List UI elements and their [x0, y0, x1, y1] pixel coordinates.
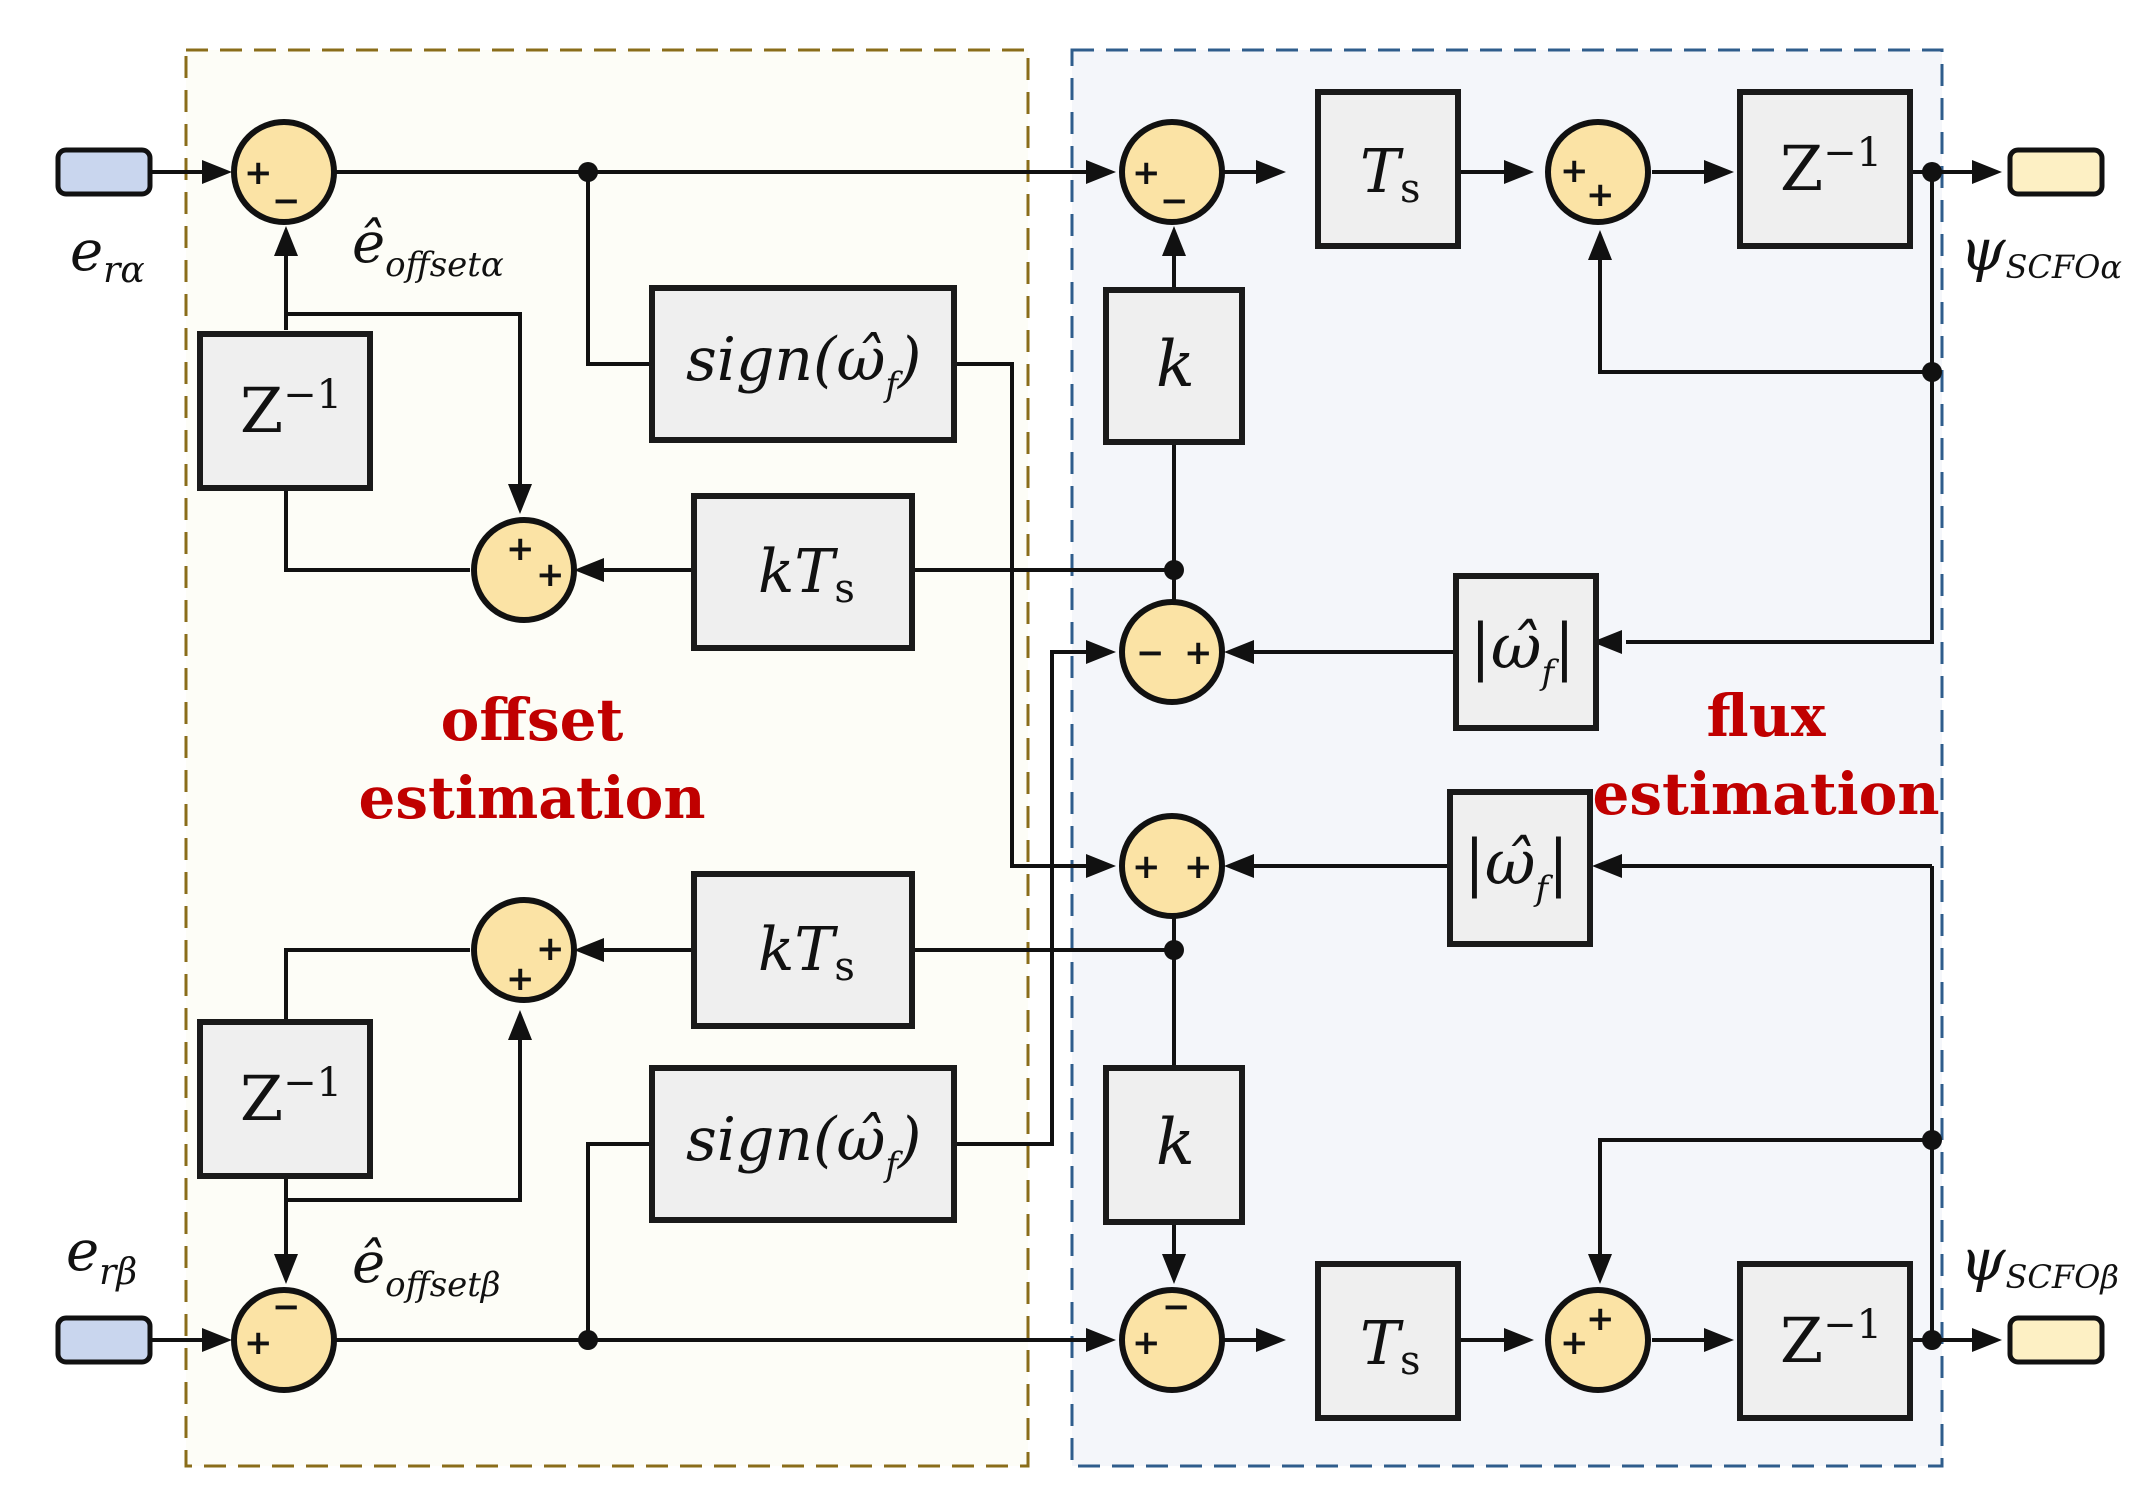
delay-block-flux-beta: Z−1: [1737, 1261, 1913, 1421]
ts-block-beta: Ts: [1315, 1261, 1461, 1421]
svg-text:+: +: [1132, 847, 1161, 887]
output-port-alpha: [2007, 147, 2105, 197]
svg-text:sign(ω̂f): sign(ω̂f): [686, 325, 921, 405]
junction-dots: [578, 162, 1942, 1350]
offset-estimation-label-line2: estimation: [358, 764, 705, 832]
sum-junction-offset-beta-input: − +: [231, 1287, 337, 1393]
sum-junction-flux-alpha-input: + −: [1119, 119, 1225, 225]
svg-text:Z−1: Z−1: [240, 1060, 342, 1135]
flux-estimation-label-line1: flux: [1707, 682, 1826, 750]
svg-text:+: +: [1184, 847, 1213, 887]
svg-text:−: −: [272, 181, 301, 221]
svg-text:+: +: [1586, 1299, 1615, 1339]
sum-junction-sign-alpha: − +: [1119, 599, 1225, 705]
svg-text:+: +: [1132, 153, 1161, 193]
svg-text:−: −: [1160, 181, 1189, 221]
svg-text:k: k: [1156, 328, 1195, 402]
arrowheads: [202, 160, 2002, 1352]
input-label-beta: erβ: [66, 1219, 137, 1293]
svg-text:kTs: kTs: [758, 915, 855, 990]
k-gain-block-alpha: k: [1103, 287, 1245, 445]
svg-text:+: +: [1560, 1323, 1589, 1363]
svg-text:+: +: [244, 153, 273, 193]
svg-text:kTs: kTs: [758, 537, 855, 612]
input-port-beta: [55, 1315, 153, 1365]
flux-estimation-label-line2: estimation: [1592, 760, 1939, 828]
svg-text:Z−1: Z−1: [1780, 1302, 1882, 1377]
svg-text:k: k: [1156, 1106, 1195, 1180]
svg-text:−: −: [272, 1287, 301, 1327]
sum-junction-flux-beta-accumulator: + +: [1545, 1287, 1651, 1393]
svg-text:+: +: [506, 959, 535, 999]
svg-text:−: −: [1162, 1287, 1191, 1327]
offset-estimation-region: [184, 48, 1030, 1468]
sum-junction-offset-beta-integrator: + +: [471, 897, 577, 1003]
abs-omega-block-alpha: |ω̂f|: [1453, 573, 1599, 731]
svg-text:+: +: [1132, 1323, 1161, 1363]
sum-junction-offset-alpha-integrator: + +: [471, 517, 577, 623]
svg-text:Ts: Ts: [1360, 137, 1421, 212]
sign-omega-block-beta: sign(ω̂f): [649, 1065, 957, 1223]
svg-text:+: +: [244, 1323, 273, 1363]
kts-gain-block-alpha: kTs: [691, 493, 915, 651]
input-label-alpha: erα: [70, 219, 145, 291]
svg-text:+: +: [536, 555, 565, 595]
kts-gain-block-beta: kTs: [691, 871, 915, 1029]
offset-alpha-label: êoffsetα: [352, 211, 504, 285]
input-port-alpha: [55, 147, 153, 197]
svg-text:+: +: [506, 529, 535, 569]
svg-text:+: +: [1184, 633, 1213, 673]
abs-omega-block-beta: |ω̂f|: [1447, 789, 1593, 947]
delay-block-offset-alpha: Z−1: [197, 331, 373, 491]
output-label-alpha: ψSCFOα: [1960, 216, 2122, 286]
svg-text:Z−1: Z−1: [1780, 130, 1882, 205]
svg-text:|ω̂f|: |ω̂f|: [1470, 610, 1575, 693]
output-port-beta: [2007, 1315, 2105, 1365]
flux-estimation-region: [1070, 48, 1944, 1468]
offset-beta-label: êoffsetβ: [352, 1231, 501, 1305]
output-label-beta: ψSCFOβ: [1960, 1226, 2119, 1296]
ts-block-alpha: Ts: [1315, 89, 1461, 249]
svg-text:sign(ω̂f): sign(ω̂f): [686, 1105, 921, 1185]
offset-estimation-label-line1: offset: [441, 686, 624, 754]
k-gain-block-beta: k: [1103, 1065, 1245, 1225]
delay-block-offset-beta: Z−1: [197, 1019, 373, 1179]
svg-text:+: +: [1586, 175, 1615, 215]
delay-block-flux-alpha: Z−1: [1737, 89, 1913, 249]
svg-text:+: +: [1560, 151, 1589, 191]
svg-text:Ts: Ts: [1360, 1309, 1421, 1384]
sum-junction-offset-alpha-input: + −: [231, 119, 337, 225]
sign-omega-block-alpha: sign(ω̂f): [649, 285, 957, 443]
svg-text:Z−1: Z−1: [240, 372, 342, 447]
sum-junction-flux-beta-input: − +: [1119, 1287, 1225, 1393]
svg-text:−: −: [1136, 633, 1165, 673]
svg-text:+: +: [536, 929, 565, 969]
sum-junction-flux-alpha-accumulator: + +: [1545, 119, 1651, 225]
svg-text:|ω̂f|: |ω̂f|: [1464, 826, 1569, 909]
sum-junction-sign-beta: + +: [1119, 813, 1225, 919]
